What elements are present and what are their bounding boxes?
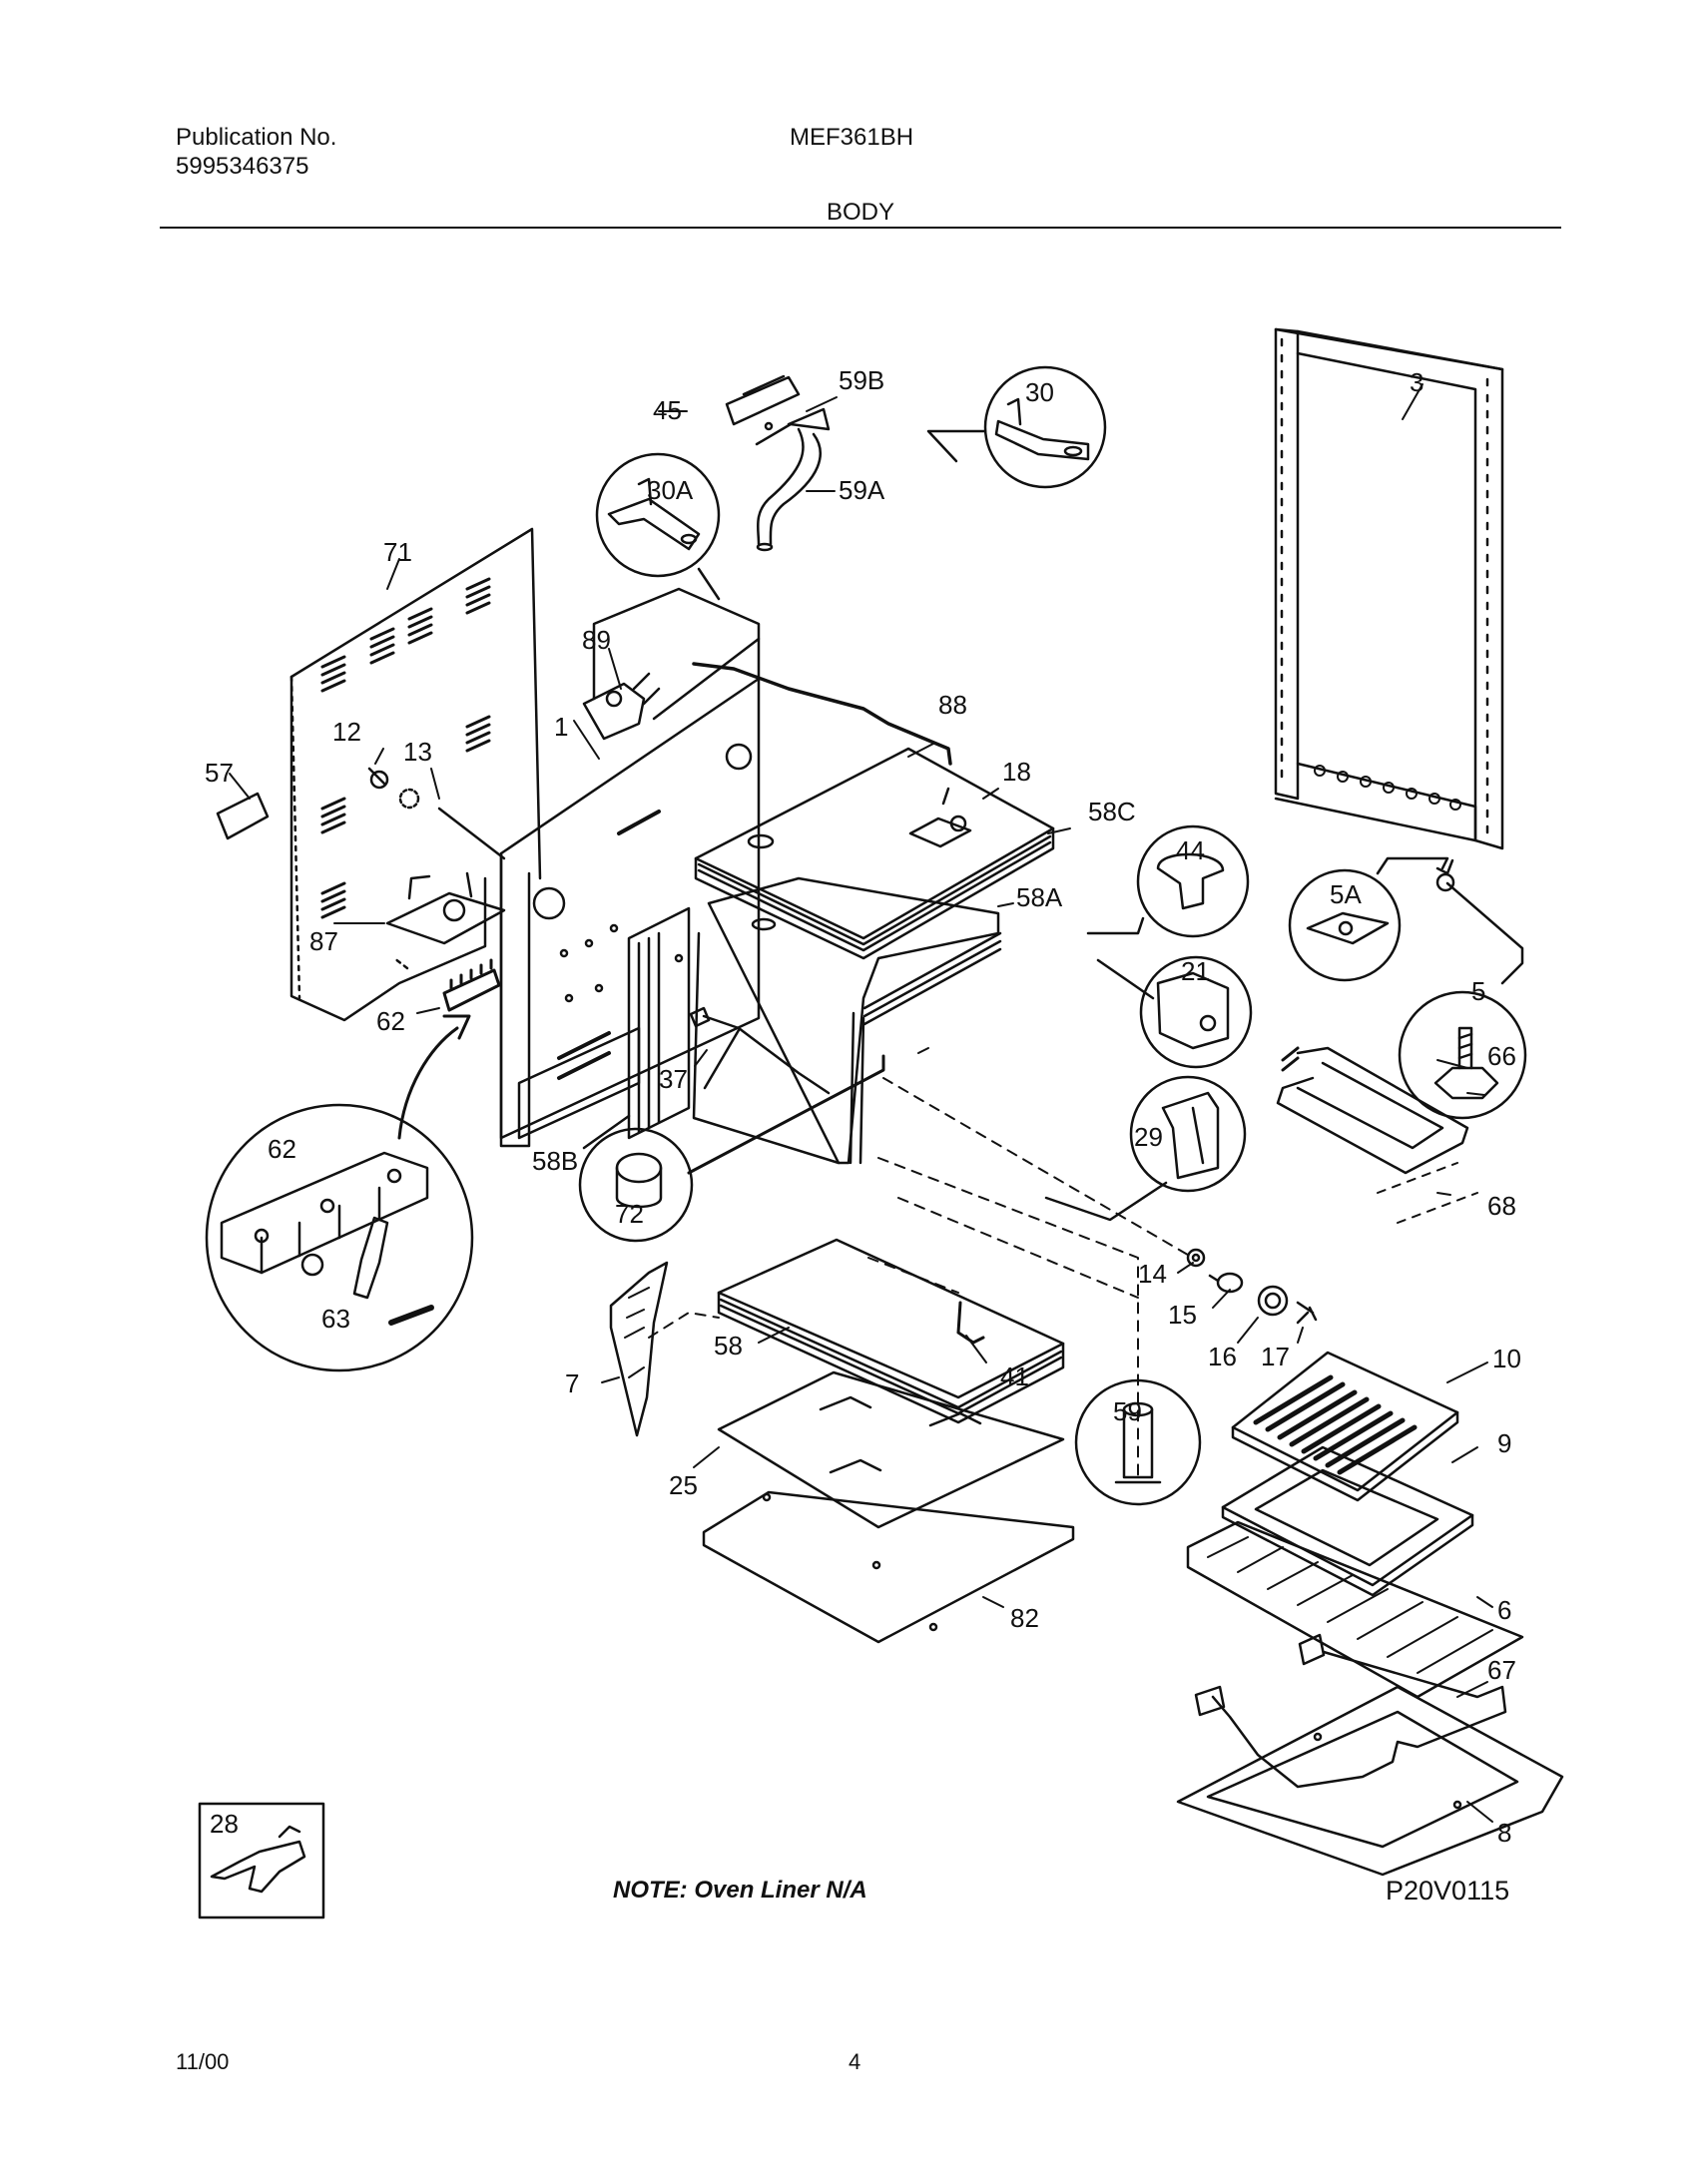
part-18-thermostat — [908, 787, 972, 848]
part-9-broiler-pan — [1221, 1445, 1474, 1597]
model-number: MEF361BH — [790, 124, 914, 151]
part-12-13-fasteners — [367, 767, 506, 860]
diagram-id: P20V0115 — [1386, 1876, 1510, 1906]
callout-17: 17 — [1261, 1342, 1290, 1371]
part-58B-insulation — [627, 906, 691, 1140]
footer-date: 11/00 — [176, 2049, 230, 2074]
part-62-terminal-block — [442, 958, 501, 1012]
part-87-bracket — [385, 871, 506, 945]
callout-58B: 58B — [532, 1146, 578, 1176]
callout-9: 9 — [1497, 1428, 1511, 1458]
inset-29-detail — [1044, 1075, 1247, 1222]
part-88-wire — [692, 662, 952, 766]
inset-62-detail — [205, 1103, 474, 1372]
callout-labels: 3 71 12 13 1 57 87 62 62 63 45 59B 59A 3… — [205, 365, 1521, 1848]
callout-66: 66 — [1487, 1041, 1516, 1071]
inset-5-detail — [1398, 858, 1527, 1120]
callout-44: 44 — [1176, 835, 1205, 865]
callout-30A: 30A — [647, 475, 694, 505]
callout-13: 13 — [403, 737, 432, 767]
part-1-oven-body — [499, 587, 761, 1148]
inset-30A-detail — [595, 452, 721, 601]
callout-5: 5 — [1471, 976, 1485, 1006]
callout-25: 25 — [669, 1470, 698, 1500]
part-89-switch — [582, 672, 661, 741]
inset-59-detail — [1074, 1378, 1202, 1506]
part-82-bottom-cover — [702, 1490, 1075, 1644]
part-71-rear-panel — [289, 527, 542, 1022]
callout-41: 41 — [1000, 1362, 1029, 1391]
part-10-broiler-grid — [1231, 1351, 1459, 1502]
callout-82: 82 — [1010, 1603, 1039, 1633]
inset-30-detail — [926, 365, 1107, 489]
part-58A-insulation — [692, 876, 1002, 1165]
callout-28: 28 — [210, 1809, 239, 1839]
callout-63: 63 — [321, 1304, 350, 1334]
callout-58C: 58C — [1088, 797, 1136, 826]
callout-62-inset: 62 — [268, 1134, 296, 1164]
part-67-bake-element — [1194, 1633, 1507, 1789]
callout-37: 37 — [659, 1064, 688, 1094]
section-title: BODY — [827, 199, 895, 226]
footer-page-number: 4 — [849, 2049, 861, 2074]
callout-88: 88 — [938, 690, 967, 720]
part-7-hinge — [609, 1261, 669, 1437]
callout-72: 72 — [615, 1199, 644, 1229]
part-66-element — [1276, 1046, 1478, 1224]
callout-12: 12 — [332, 717, 361, 747]
callout-59B: 59B — [839, 365, 884, 395]
callout-58A: 58A — [1016, 882, 1063, 912]
callout-15: 15 — [1168, 1300, 1197, 1330]
callout-7: 7 — [565, 1368, 579, 1398]
arrow-62 — [397, 1014, 471, 1140]
callout-5A: 5A — [1330, 879, 1362, 909]
callout-45: 45 — [653, 395, 682, 425]
callout-57: 57 — [205, 758, 234, 788]
callout-18: 18 — [1002, 757, 1031, 787]
note-oven-liner: NOTE: Oven Liner N/A — [613, 1877, 867, 1904]
inset-21-detail — [1096, 955, 1253, 1069]
parts-45-59-bracket-tube — [725, 374, 831, 552]
callout-59A: 59A — [839, 475, 885, 505]
callout-6: 6 — [1497, 1595, 1511, 1625]
header-rule — [160, 227, 1561, 229]
inset-44-detail — [1086, 824, 1250, 938]
part-8-oven-floor — [1176, 1685, 1564, 1877]
callout-29: 29 — [1134, 1122, 1163, 1152]
part-6-oven-rack — [1186, 1520, 1524, 1699]
callout-59: 59 — [1113, 1396, 1142, 1426]
publication-number: 5995346375 — [176, 153, 309, 180]
callout-87: 87 — [309, 926, 338, 956]
callout-1: 1 — [554, 712, 568, 742]
part-57-bracket — [216, 792, 270, 840]
part-41-clip — [956, 1301, 985, 1345]
callout-3: 3 — [1410, 367, 1423, 397]
callout-16: 16 — [1208, 1342, 1237, 1371]
part-3-door-frame — [1274, 327, 1504, 850]
part-25-bottom-panel — [717, 1370, 1065, 1529]
publication-label: Publication No. — [176, 124, 337, 151]
callout-58: 58 — [714, 1331, 743, 1361]
part-58C-insulation — [694, 747, 1055, 960]
callout-14: 14 — [1138, 1259, 1167, 1289]
callout-71: 71 — [383, 537, 412, 567]
part-28-box — [198, 1802, 325, 1919]
callout-21: 21 — [1181, 956, 1210, 986]
parts-14-17-light-assembly — [1186, 1248, 1318, 1325]
inset-72-detail — [578, 1127, 694, 1243]
callout-62: 62 — [376, 1006, 405, 1036]
callout-30: 30 — [1025, 377, 1054, 407]
callout-8: 8 — [1497, 1818, 1511, 1848]
part-37-sensor — [689, 1006, 831, 1095]
inset-5A-detail — [1288, 856, 1449, 982]
callout-68: 68 — [1487, 1191, 1516, 1221]
callout-10: 10 — [1492, 1344, 1521, 1373]
callout-67: 67 — [1487, 1655, 1516, 1685]
callout-89: 89 — [582, 625, 611, 655]
